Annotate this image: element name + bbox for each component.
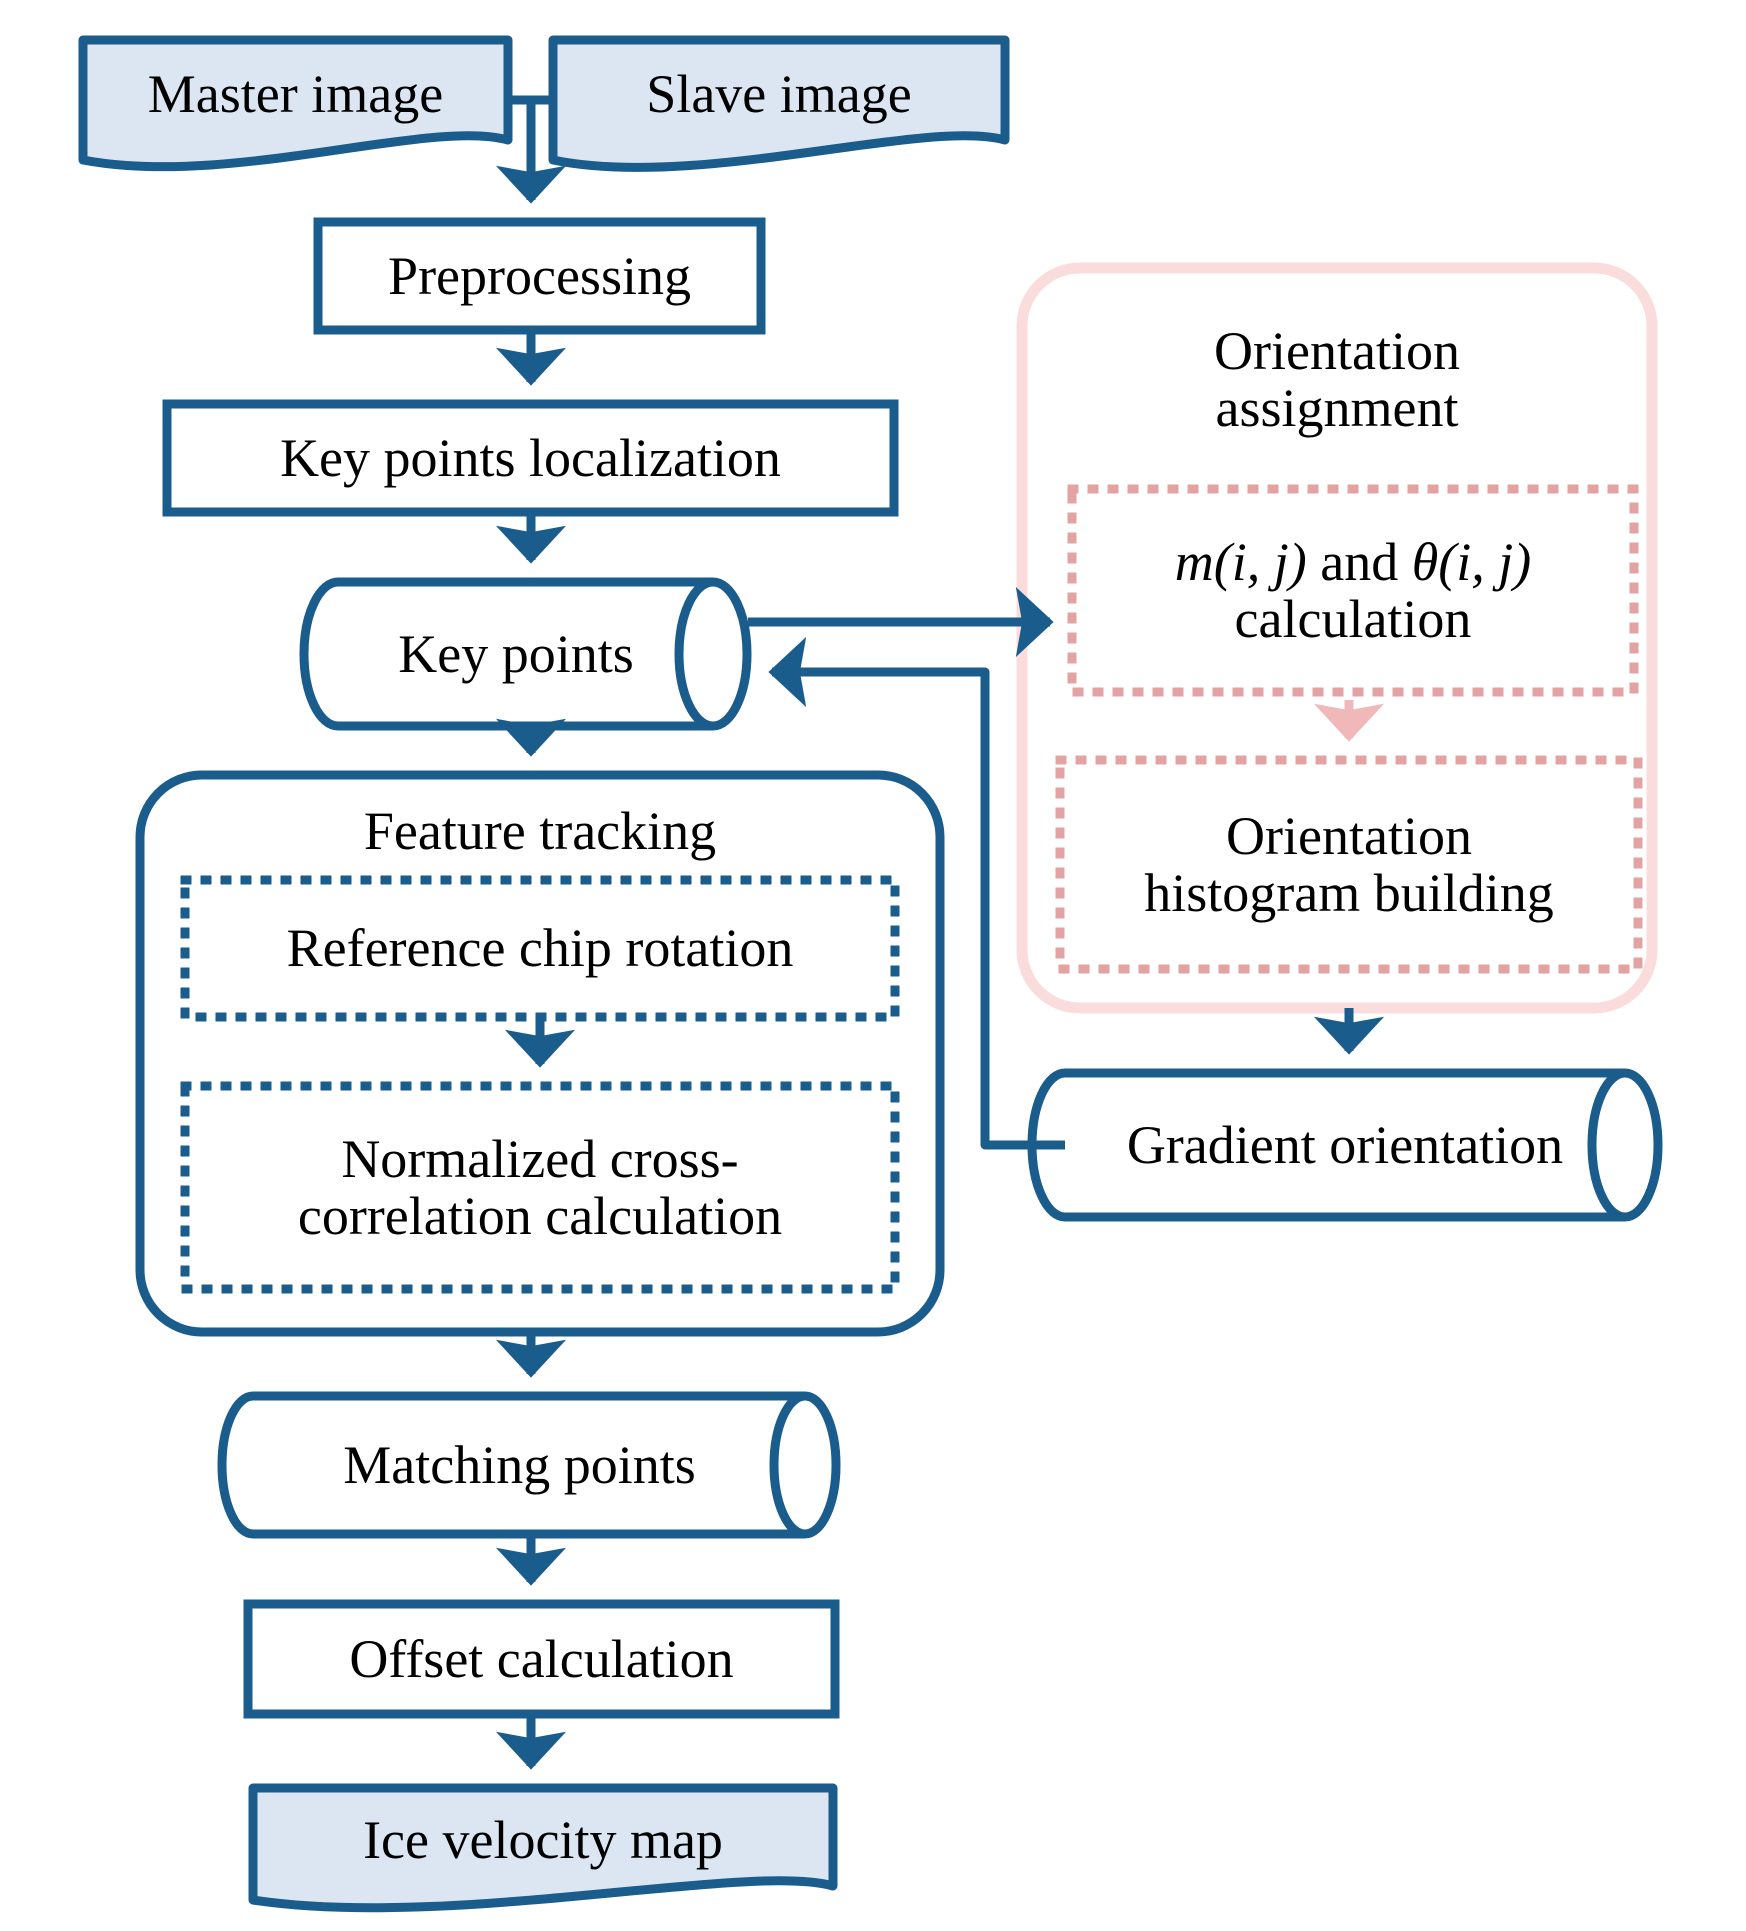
offset-calculation-label: Offset calculation [349, 1628, 734, 1689]
orientation-histogram-line2: histogram building [1144, 862, 1554, 923]
formula-theta-symbol: θ [1411, 531, 1439, 592]
node-offset-calculation[interactable]: Offset calculation [248, 1604, 835, 1714]
node-gradient-orientation[interactable]: Gradient orientation [1065, 1073, 1625, 1217]
node-reference-chip-rotation[interactable]: Reference chip rotation [185, 880, 895, 1017]
node-key-points-localization[interactable]: Key points localization [167, 404, 894, 512]
formula-m-args: (i, j) [1213, 531, 1307, 592]
node-orientation-assignment-title: Orientation assignment [1022, 280, 1652, 480]
orientation-assignment-line2: assignment [1215, 378, 1459, 438]
node-orientation-histogram-building[interactable]: Orientation histogram building [1060, 760, 1638, 969]
m-theta-formula-line: m(i, j) and θ(i, j) [1169, 531, 1537, 592]
node-preprocessing[interactable]: Preprocessing [318, 222, 761, 330]
orientation-assignment-line1: Orientation [1214, 321, 1460, 382]
node-ice-velocity-map[interactable]: Ice velocity map [253, 1788, 833, 1892]
node-feature-tracking-title: Feature tracking [140, 790, 940, 872]
formula-theta-args: (i, j) [1438, 531, 1532, 592]
formula-conjunction: and [1306, 531, 1412, 592]
ice-velocity-map-label: Ice velocity map [363, 1809, 723, 1870]
master-image-label: Master image [147, 63, 444, 124]
normalized-cross-correlation-line1: Normalized cross- [341, 1128, 739, 1189]
reference-chip-rotation-label: Reference chip rotation [286, 918, 794, 979]
gradient-orientation-label: Gradient orientation [1126, 1114, 1564, 1175]
matching-points-label: Matching points [343, 1434, 696, 1495]
node-normalized-cross-correlation[interactable]: Normalized cross- correlation calculatio… [185, 1086, 895, 1289]
formula-m-symbol: m [1174, 531, 1214, 592]
key-points-label: Key points [398, 623, 634, 684]
preprocessing-label: Preprocessing [388, 245, 691, 306]
node-slave-image[interactable]: Slave image [553, 40, 1005, 148]
node-m-theta-calculation[interactable]: m(i, j) and θ(i, j) calculation [1072, 489, 1634, 692]
node-matching-points[interactable]: Matching points [253, 1396, 786, 1534]
slave-image-label: Slave image [646, 63, 912, 124]
key-points-localization-label: Key points localization [280, 427, 781, 488]
edge-images-to-preprocessing [495, 95, 567, 204]
orientation-histogram-line1: Orientation [1226, 805, 1472, 866]
normalized-cross-correlation-line2: correlation calculation [297, 1185, 783, 1246]
node-key-points[interactable]: Key points [338, 582, 694, 726]
feature-tracking-label: Feature tracking [363, 800, 717, 861]
m-theta-calculation-line2: calculation [1234, 588, 1472, 649]
node-master-image[interactable]: Master image [83, 40, 508, 148]
